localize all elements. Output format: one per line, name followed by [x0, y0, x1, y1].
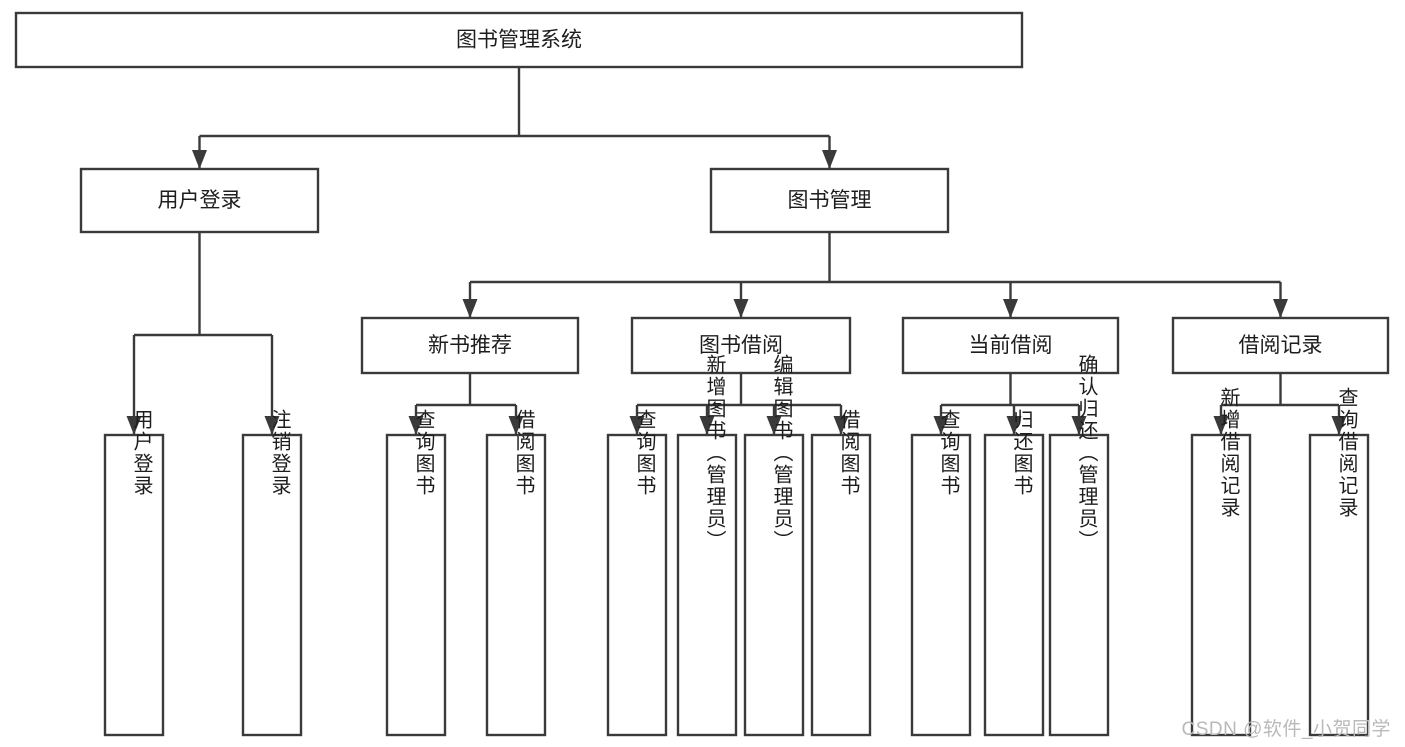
node-label: 归还图书 [1010, 409, 1033, 497]
node-l2-book-mgmt[interactable]: 图书管理 [709, 167, 950, 234]
arrow-head-icon-leaf_user_login [126, 416, 142, 435]
node-box [983, 433, 1045, 737]
arrow-head-icon-leaf_nbr_borrow [508, 416, 524, 435]
edge-layer [126, 67, 1347, 435]
node-leaf-br-add[interactable]: 新增借阅记录 [1190, 387, 1252, 737]
node-l2-user-login[interactable]: 用户登录 [79, 167, 320, 234]
node-box [910, 433, 972, 737]
node-box [901, 316, 1120, 375]
node-leaf-bb-edit[interactable]: 编辑图书（管理员） [743, 354, 805, 737]
arrow-head-icon-l3_book_borrow [733, 299, 749, 318]
node-leaf-br-query[interactable]: 查询借阅记录 [1308, 387, 1370, 737]
node-box [1048, 433, 1110, 737]
node-leaf-logout[interactable]: 注销登录 [241, 409, 303, 737]
node-leaf-user-login[interactable]: 用户登录 [103, 409, 165, 737]
node-label: 借阅记录 [1239, 334, 1323, 357]
node-box [709, 167, 950, 234]
node-box [630, 316, 852, 375]
node-label: 新增借阅记录 [1217, 387, 1240, 519]
node-label: 注销登录 [268, 409, 291, 497]
node-box [606, 433, 668, 737]
node-box [241, 433, 303, 737]
arrow-head-icon-leaf_nbr_query [408, 416, 424, 435]
node-l3-current-borrow[interactable]: 当前借阅 [901, 316, 1120, 375]
arrow-head-icon-leaf_bb_edit [766, 416, 782, 435]
node-l3-book-borrow[interactable]: 图书借阅 [630, 316, 852, 375]
node-box [485, 433, 547, 737]
node-box [79, 167, 320, 234]
node-layer: 图书管理系统用户登录图书管理新书推荐图书借阅当前借阅借阅记录用户登录注销登录查询… [14, 11, 1390, 737]
node-label: 查询图书 [937, 409, 960, 497]
node-box [1308, 433, 1370, 737]
node-leaf-cb-confirm[interactable]: 确认归还（管理员） [1048, 354, 1110, 737]
node-l3-borrow-record[interactable]: 借阅记录 [1171, 316, 1390, 375]
node-box [676, 433, 738, 737]
node-box [1171, 316, 1390, 375]
arrow-head-icon-leaf_cb_return [1006, 416, 1022, 435]
node-root[interactable]: 图书管理系统 [14, 11, 1024, 69]
node-leaf-cb-return[interactable]: 归还图书 [983, 409, 1045, 737]
node-box [360, 316, 580, 375]
node-leaf-bb-borrow[interactable]: 借阅图书 [810, 409, 872, 737]
node-label: 查询借阅记录 [1335, 387, 1358, 519]
arrow-head-icon-l3_current_borrow [1003, 299, 1018, 318]
node-label: 用户登录 [130, 409, 153, 497]
arrow-head-icon-leaf_br_query [1331, 416, 1347, 435]
node-label: 用户登录 [158, 189, 242, 212]
node-box [1190, 433, 1252, 737]
node-label: 新书推荐 [428, 334, 512, 357]
arrow-head-icon-leaf_bb_borrow [833, 416, 849, 435]
node-l3-new-book-rec[interactable]: 新书推荐 [360, 316, 580, 375]
node-leaf-nbr-borrow[interactable]: 借阅图书 [485, 409, 547, 737]
arrow-head-icon-leaf_cb_query [933, 416, 949, 435]
node-label: 借阅图书 [837, 409, 860, 497]
node-label: 当前借阅 [969, 334, 1053, 357]
node-leaf-bb-query[interactable]: 查询图书 [606, 409, 668, 737]
node-label: 查询图书 [633, 409, 656, 497]
arrow-head-icon-leaf_cb_confirm [1071, 416, 1087, 435]
node-label: 新增图书（管理员） [703, 354, 726, 552]
node-label: 图书管理系统 [456, 29, 582, 52]
arrow-head-icon-leaf_bb_add [699, 416, 715, 435]
node-label: 图书借阅 [699, 334, 783, 357]
arrow-head-icon-leaf_bb_query [629, 416, 645, 435]
node-label: 图书管理 [788, 189, 872, 212]
node-box [385, 433, 447, 737]
arrow-head-icon-l3_new_book_rec [462, 299, 478, 318]
node-box [103, 433, 165, 737]
node-label: 确认归还（管理员） [1075, 354, 1098, 552]
node-label: 借阅图书 [512, 409, 535, 497]
arrow-head-icon-leaf_br_add [1213, 416, 1229, 435]
node-box [743, 433, 805, 737]
node-leaf-bb-add[interactable]: 新增图书（管理员） [676, 354, 738, 737]
node-leaf-nbr-query[interactable]: 查询图书 [385, 409, 447, 737]
node-box [14, 11, 1024, 69]
node-label: 编辑图书（管理员） [770, 354, 793, 552]
arrow-head-icon-l2_user_login [192, 150, 207, 169]
node-leaf-cb-query[interactable]: 查询图书 [910, 409, 972, 737]
arrow-head-icon-leaf_logout [264, 416, 280, 435]
node-label: 查询图书 [412, 409, 435, 497]
node-box [810, 433, 872, 737]
arrow-head-icon-l3_borrow_record [1273, 299, 1288, 318]
arrow-head-icon-l2_book_mgmt [822, 150, 837, 169]
